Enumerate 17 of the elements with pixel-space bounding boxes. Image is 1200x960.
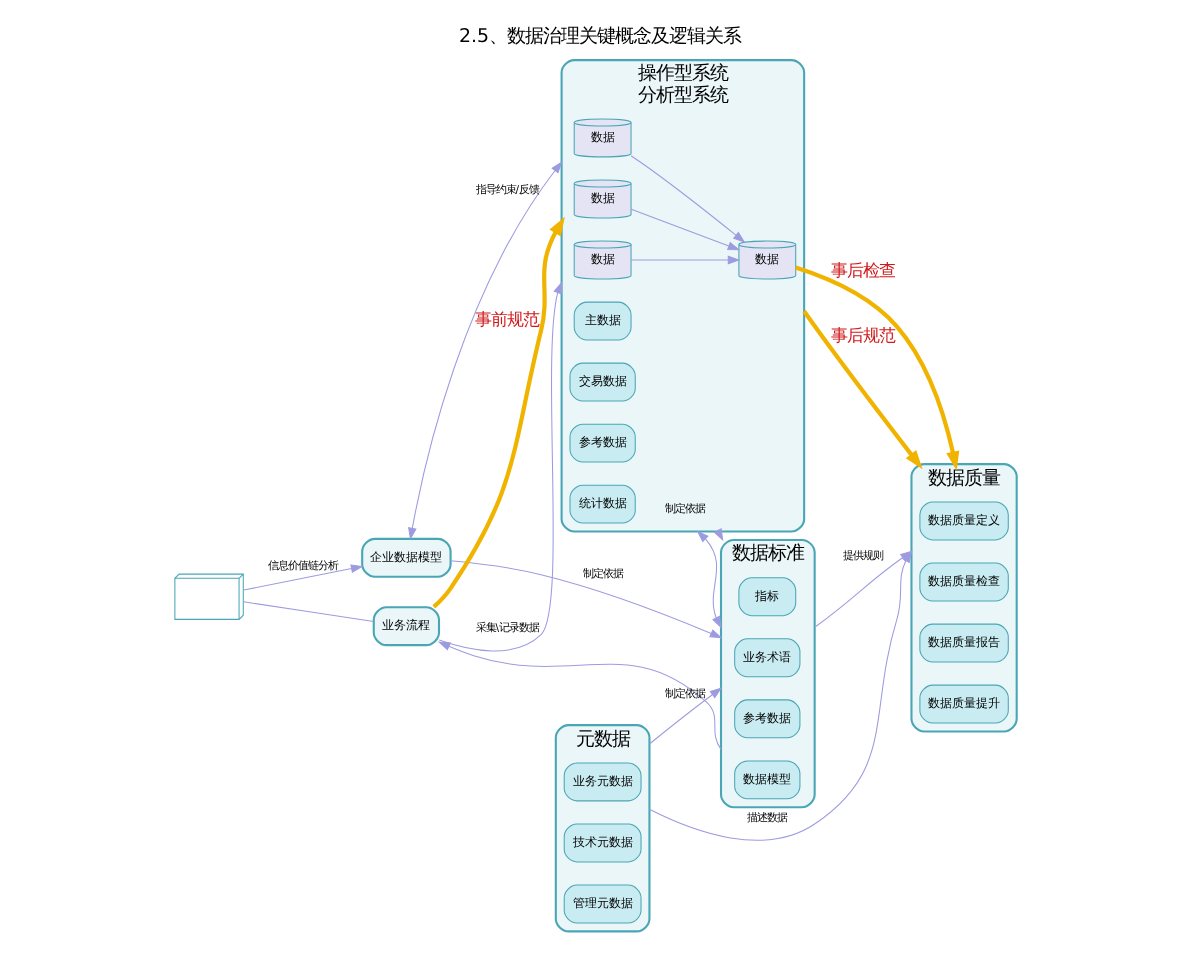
edge-label: 事后检查 — [831, 258, 896, 279]
diagram-title: 2.5、数据治理关键概念及逻辑关系 — [458, 24, 742, 47]
edge-label: 事后规范 — [831, 323, 896, 344]
arrow — [432, 215, 565, 608]
arrow — [437, 640, 722, 749]
arrow — [795, 264, 960, 470]
arrow — [438, 280, 563, 651]
arrow — [630, 207, 741, 250]
arrow — [648, 686, 723, 744]
arrow — [630, 254, 741, 264]
arrow — [450, 559, 723, 638]
arrow — [802, 309, 923, 469]
connector — [243, 600, 375, 621]
edge-label: 事前规范 — [475, 308, 540, 329]
arrow — [243, 563, 364, 590]
arrow — [408, 159, 563, 540]
arrow — [630, 154, 746, 242]
